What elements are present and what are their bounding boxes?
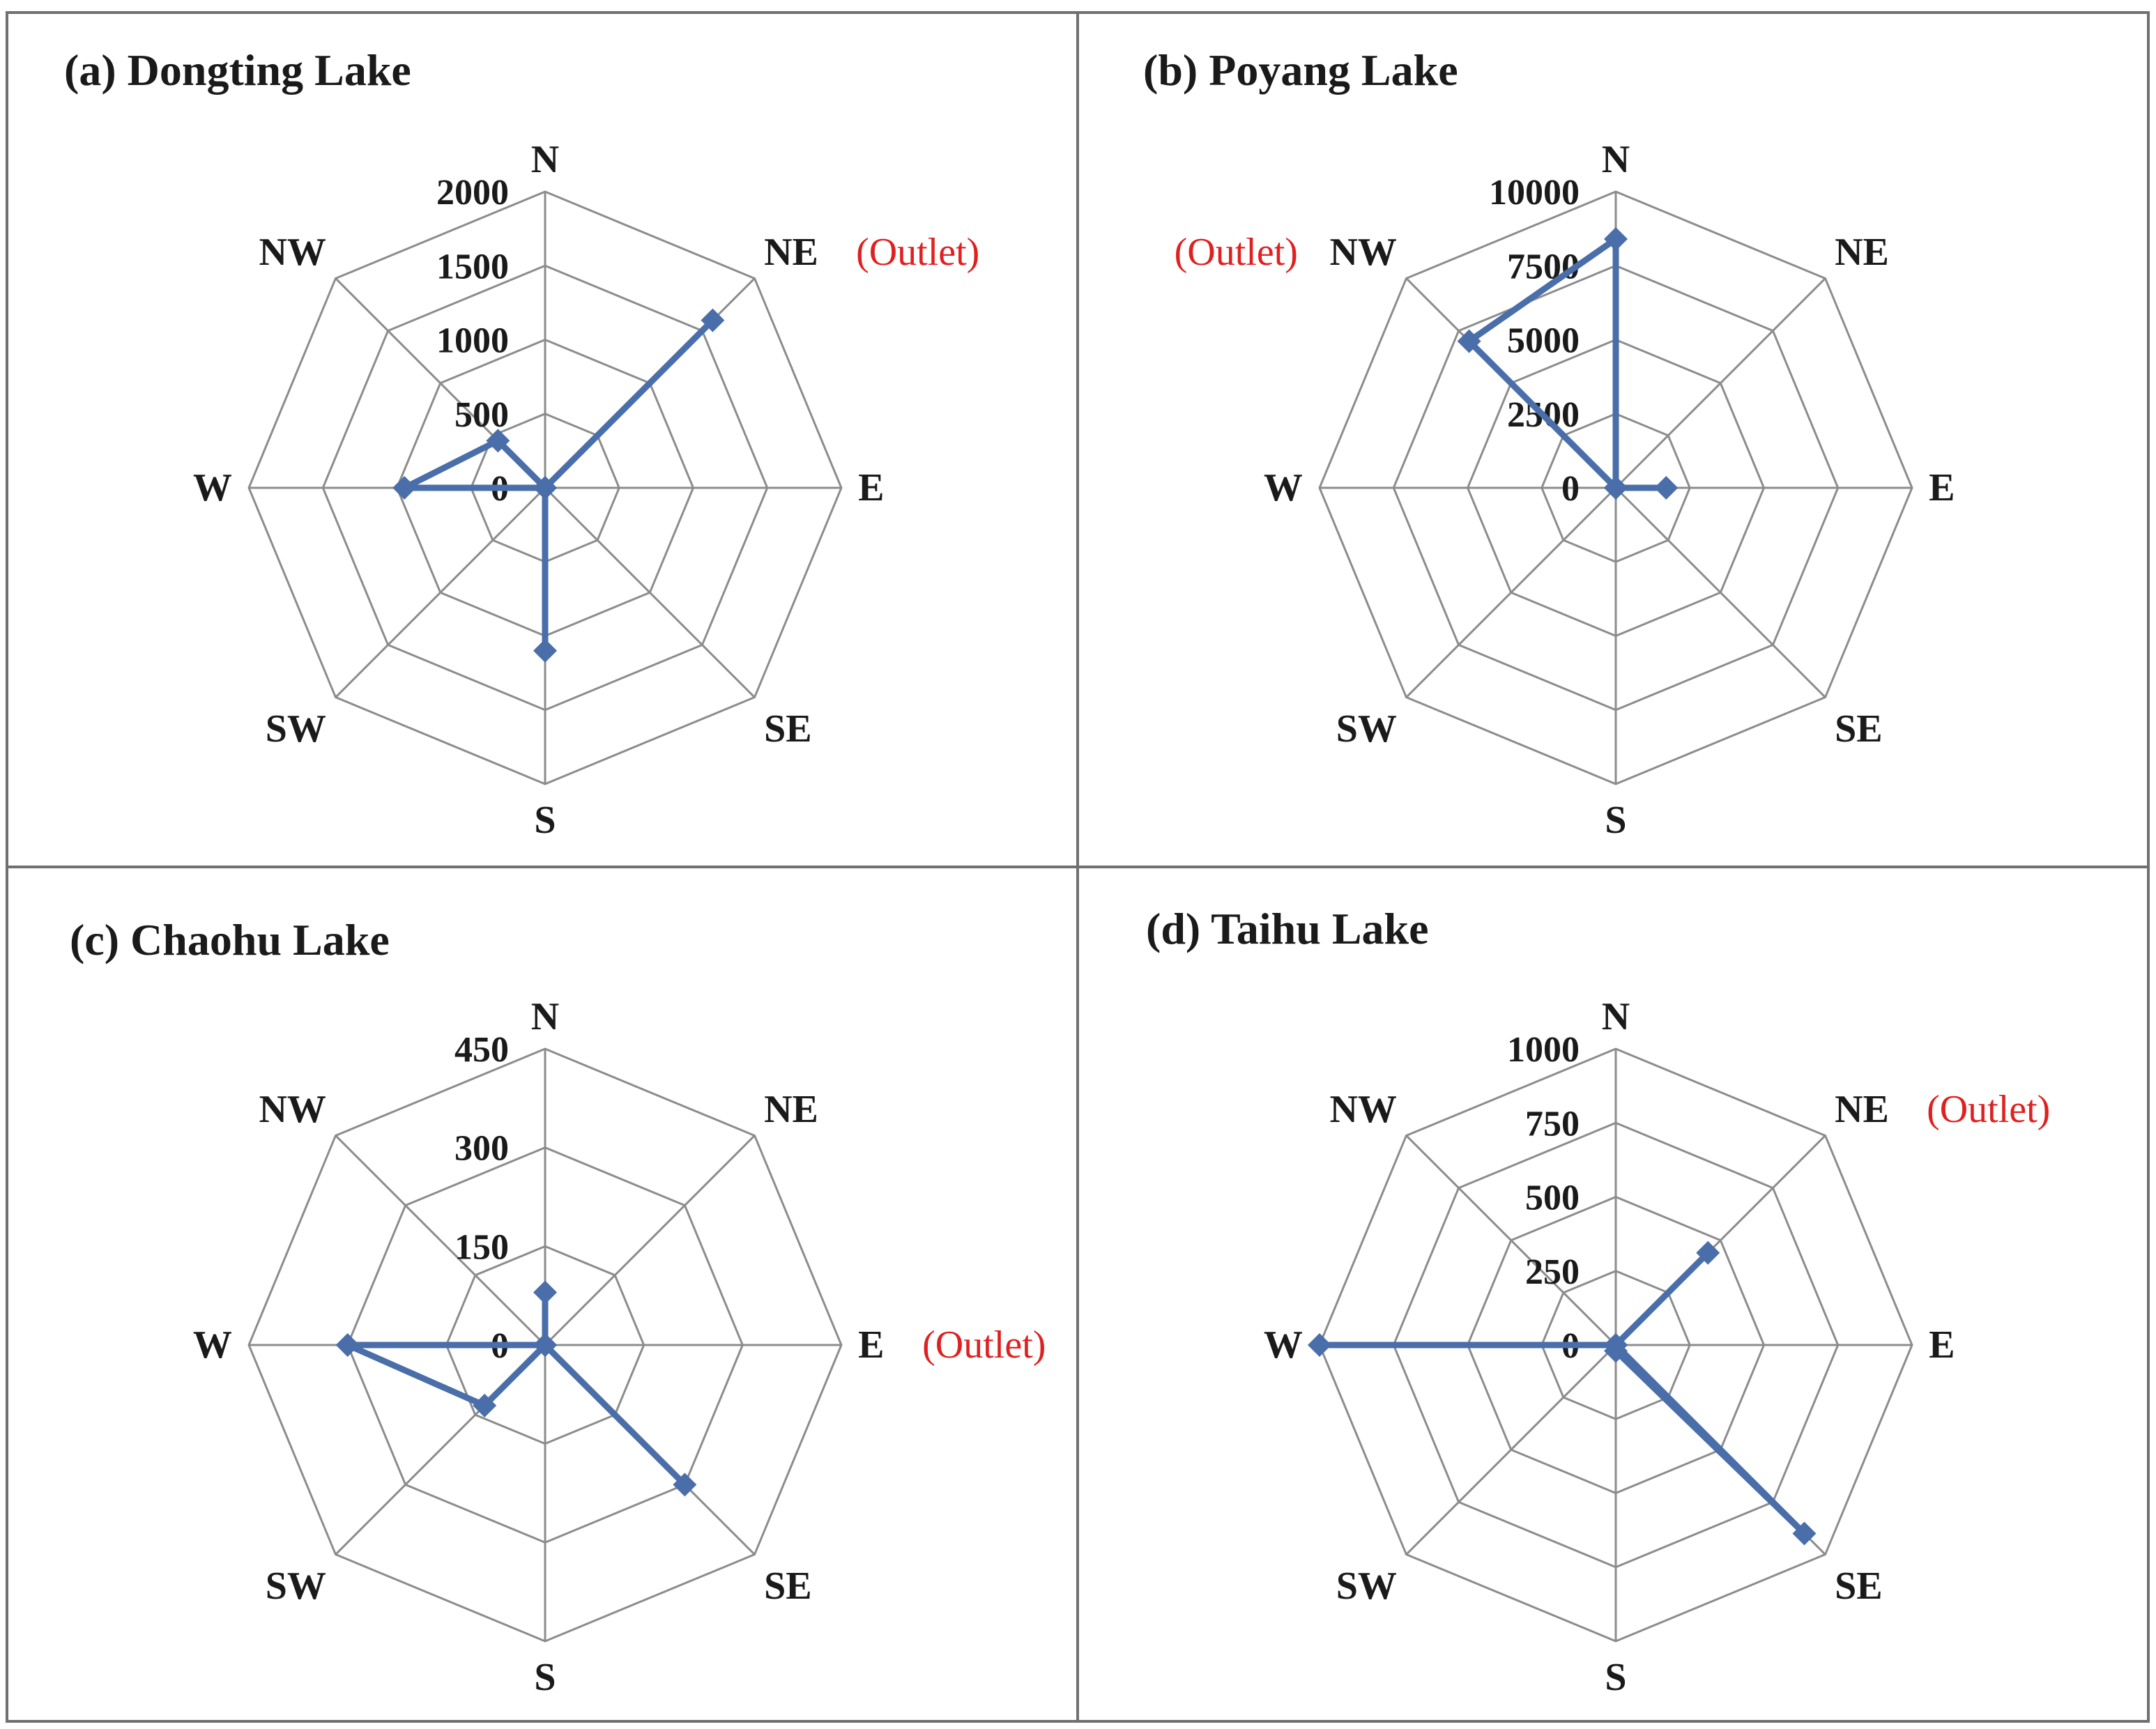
data-point-se <box>673 1473 697 1497</box>
data-point-sw <box>473 1393 497 1417</box>
data-point-ne <box>701 308 725 332</box>
tick-label: 7500 <box>1507 247 1580 286</box>
data-point-nw <box>1457 329 1481 353</box>
data-series-line <box>403 318 715 651</box>
data-point-w <box>1308 1333 1331 1357</box>
tick-label: 450 <box>454 1030 509 1070</box>
data-point-sw <box>533 476 557 500</box>
tick-label: 2000 <box>436 173 509 213</box>
spoke-se <box>1614 486 1826 698</box>
radar-chart-dongting: (a) Dongting Lake 0500100015002000NNEESE… <box>64 45 979 842</box>
direction-label-e: E <box>1929 466 1955 509</box>
tick-label: 150 <box>454 1227 509 1267</box>
tick-label: 5000 <box>1507 321 1580 361</box>
direction-label-e: E <box>858 1323 884 1367</box>
outlet-annotation: (Outlet) <box>1175 231 1298 274</box>
data-point-e <box>1654 476 1679 500</box>
direction-label-w: W <box>193 1323 232 1367</box>
tick-label: 1000 <box>436 321 509 361</box>
panel-title: (a) Dongting Lake <box>64 45 411 95</box>
direction-label-nw: NW <box>259 231 326 274</box>
direction-label-ne: NE <box>1835 1088 1889 1131</box>
panel-title: (d) Taihu Lake <box>1146 904 1429 953</box>
data-point-nw <box>1604 1333 1628 1357</box>
direction-label-sw: SW <box>266 707 326 751</box>
direction-label-s: S <box>1605 1656 1626 1699</box>
direction-label-nw: NW <box>1329 1088 1396 1131</box>
tick-label: 500 <box>454 395 509 435</box>
direction-label-se: SE <box>1835 707 1883 751</box>
direction-label-se: SE <box>764 1565 812 1608</box>
data-point-w <box>1604 476 1628 500</box>
direction-label-n: N <box>531 138 559 181</box>
spoke-nw <box>335 1135 546 1346</box>
tick-label: 0 <box>1561 469 1580 509</box>
spoke-sw <box>335 486 546 698</box>
direction-label-w: W <box>193 466 232 509</box>
tick-label: 1500 <box>436 247 509 286</box>
outlet-annotation: (Outlet) <box>856 231 979 274</box>
direction-label-n: N <box>531 995 559 1038</box>
tick-label: 1000 <box>1507 1030 1580 1070</box>
data-point-ne <box>1696 1240 1720 1265</box>
data-point-w <box>392 476 417 500</box>
panel-frame-d <box>1076 866 2150 1723</box>
spoke-sw <box>1405 486 1617 698</box>
radar-chart-taihu: (d) Taihu Lake 02505007501000NNEESESSWWN… <box>1146 904 2050 1699</box>
direction-label-s: S <box>1605 799 1626 842</box>
tick-label: 750 <box>1525 1104 1580 1144</box>
tick-label: 10000 <box>1489 173 1580 213</box>
direction-label-w: W <box>1264 1323 1303 1367</box>
direction-label-n: N <box>1602 138 1630 181</box>
data-series-line <box>346 1292 687 1487</box>
direction-label-e: E <box>1929 1323 1955 1367</box>
tick-label: 500 <box>1525 1178 1580 1218</box>
direction-label-nw: NW <box>259 1088 326 1131</box>
tick-label: 300 <box>454 1129 509 1169</box>
outlet-annotation: (Outlet) <box>922 1323 1046 1367</box>
spoke-se <box>544 486 756 698</box>
data-series-line <box>1320 1250 1807 1536</box>
data-point-se <box>1792 1521 1817 1546</box>
direction-label-sw: SW <box>1336 707 1397 751</box>
direction-label-ne: NE <box>764 1088 818 1131</box>
data-point-s <box>533 638 557 663</box>
spoke-nw <box>1405 1135 1617 1346</box>
radar-chart-poyang: (b) Poyang Lake 025005000750010000NNEESE… <box>1143 45 1955 842</box>
direction-label-s: S <box>534 1656 556 1699</box>
direction-label-sw: SW <box>1336 1565 1397 1608</box>
direction-label-se: SE <box>764 707 812 751</box>
data-point-w <box>335 1333 360 1357</box>
outlet-annotation: (Outlet) <box>1927 1088 2050 1131</box>
data-point-nw <box>486 429 510 453</box>
direction-label-e: E <box>858 466 884 509</box>
spoke-sw <box>1405 1344 1617 1555</box>
spoke-ne <box>1614 277 1826 489</box>
data-point-nw <box>533 1333 557 1357</box>
direction-label-se: SE <box>1835 1565 1883 1608</box>
direction-label-w: W <box>1264 466 1303 509</box>
tick-label: 250 <box>1525 1252 1580 1292</box>
direction-label-ne: NE <box>764 231 818 274</box>
data-point-n <box>1604 227 1628 251</box>
data-point-n <box>533 1280 557 1305</box>
direction-label-s: S <box>534 799 556 842</box>
direction-label-sw: SW <box>266 1565 326 1608</box>
spoke-ne <box>544 1135 756 1346</box>
data-series-line <box>1464 233 1667 491</box>
panel-title: (c) Chaohu Lake <box>70 915 390 965</box>
panel-title: (b) Poyang Lake <box>1143 45 1458 95</box>
radar-chart-chaohu: (c) Chaohu Lake 0150300450NNEESESSWWNW(O… <box>70 915 1046 1699</box>
direction-label-ne: NE <box>1835 231 1889 274</box>
direction-label-n: N <box>1602 995 1630 1038</box>
direction-label-nw: NW <box>1329 231 1396 274</box>
